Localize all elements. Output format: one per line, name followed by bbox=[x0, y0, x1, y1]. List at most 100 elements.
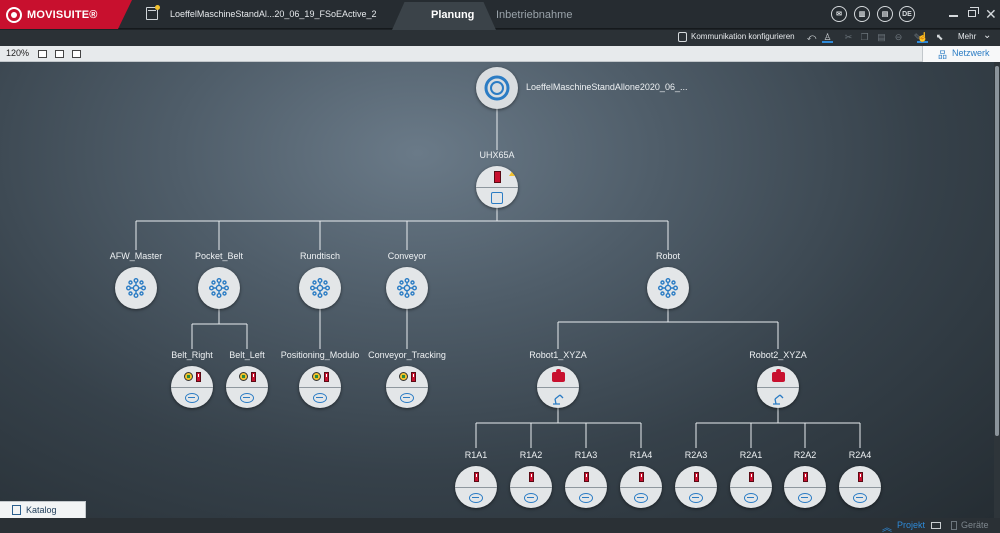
netzwerk-label: Netzwerk bbox=[952, 48, 990, 58]
devices-icon bbox=[951, 521, 957, 530]
axis-icon bbox=[744, 493, 758, 503]
robot-axis-r1a1-label: R1A1 bbox=[464, 450, 488, 460]
network-canvas[interactable]: LoeffelMaschineStandAllone2020_06_...UHX… bbox=[0, 62, 994, 518]
docs-icon[interactable]: ▥ bbox=[854, 6, 870, 22]
axis-icon bbox=[579, 493, 593, 503]
axis-conveyor-tracking-circle[interactable] bbox=[386, 366, 428, 408]
robot-axis-r2a4-circle[interactable] bbox=[839, 466, 881, 508]
tab-planung[interactable]: Planung bbox=[431, 9, 475, 21]
robot-robot1-xyza-circle[interactable] bbox=[537, 366, 579, 408]
robot-axis-r1a4-circle[interactable] bbox=[620, 466, 662, 508]
project-view-button[interactable]: Projekt bbox=[897, 520, 926, 530]
robot-axis-r1a4-label: R1A4 bbox=[629, 450, 653, 460]
node-status-area bbox=[839, 466, 881, 487]
configure-communication-button[interactable]: Kommunikation konfigurieren bbox=[691, 32, 795, 41]
module-rundtisch-label: Rundtisch bbox=[299, 251, 341, 261]
node-status-area bbox=[675, 466, 717, 487]
robot-axis-r2a4-label: R2A4 bbox=[848, 450, 872, 460]
status-bar: ︽ Projekt Geräte bbox=[0, 518, 1000, 533]
network-group-icon bbox=[126, 278, 147, 299]
project-root-node[interactable] bbox=[476, 67, 518, 109]
robot-axis-r1a3-circle[interactable] bbox=[565, 466, 607, 508]
axis-belt-right-circle[interactable] bbox=[171, 366, 213, 408]
robot-axis-r2a1-circle[interactable] bbox=[730, 466, 772, 508]
robot-robot2-xyza-circle[interactable] bbox=[757, 366, 799, 408]
robot-arm-icon bbox=[553, 394, 564, 405]
clipboard-icon[interactable]: ▤ bbox=[877, 6, 893, 22]
module-robot-circle[interactable] bbox=[647, 267, 689, 309]
zoom-level[interactable]: 120% bbox=[6, 48, 30, 58]
tab-inbetriebnahme[interactable]: Inbetriebnahme bbox=[496, 9, 573, 21]
tab-netzwerk[interactable]: 品 Netzwerk bbox=[922, 46, 1000, 62]
catalog-tab[interactable]: Katalog bbox=[0, 501, 86, 518]
module-afw-master-label: AFW_Master bbox=[109, 251, 163, 261]
robot-axis-r2a2-label: R2A2 bbox=[793, 450, 817, 460]
catalog-label: Katalog bbox=[26, 505, 57, 515]
module-conveyor-circle[interactable] bbox=[386, 267, 428, 309]
fit-view-icon[interactable] bbox=[38, 50, 47, 58]
axis-belt-left-circle[interactable] bbox=[226, 366, 268, 408]
robot-axis-r2a2-circle[interactable] bbox=[784, 466, 826, 508]
scrollbar-thumb[interactable] bbox=[995, 66, 999, 436]
active-tab-background bbox=[392, 2, 496, 30]
axis-conveyor-tracking-label: Conveyor_Tracking bbox=[368, 350, 446, 360]
robot-axis-r1a1-circle[interactable] bbox=[455, 466, 497, 508]
collapse-all-icon[interactable] bbox=[55, 50, 64, 58]
view-bar: 120% bbox=[0, 46, 1000, 62]
node-function-area bbox=[730, 487, 772, 508]
language-label: DE bbox=[902, 10, 912, 18]
node-function-area bbox=[537, 387, 579, 408]
more-button[interactable]: Mehr bbox=[958, 32, 977, 41]
node-function-area bbox=[784, 487, 826, 508]
expand-all-icon[interactable] bbox=[72, 50, 81, 58]
edit-icon: ✎ bbox=[913, 32, 922, 42]
chevron-up-icon[interactable]: ︽ bbox=[882, 523, 892, 533]
axis-belt-right-label: Belt_Right bbox=[171, 350, 213, 360]
robot-arm-icon bbox=[773, 394, 784, 405]
devices-view-button[interactable]: Geräte bbox=[961, 520, 989, 530]
node-function-area bbox=[299, 387, 341, 408]
module-pocket-belt-circle[interactable] bbox=[198, 267, 240, 309]
close-icon[interactable]: ✕ bbox=[985, 6, 997, 22]
chevron-down-icon[interactable]: ⌄ bbox=[983, 30, 992, 41]
robot-robot1-xyza-label: Robot1_XYZA bbox=[529, 350, 587, 360]
project-file-icon[interactable] bbox=[146, 7, 158, 20]
restore-icon[interactable] bbox=[968, 7, 979, 17]
logo-icon bbox=[6, 6, 22, 23]
cut-icon: ✂ bbox=[844, 32, 853, 42]
paste-icon: ▤ bbox=[877, 32, 886, 42]
device-icon bbox=[802, 471, 808, 482]
safety-icon bbox=[238, 372, 248, 381]
laptop-icon[interactable] bbox=[931, 522, 941, 529]
module-afw-master-circle[interactable] bbox=[115, 267, 157, 309]
topology-icon[interactable]: ⤺ bbox=[806, 32, 817, 42]
pointer-icon[interactable]: ⬉ bbox=[935, 32, 944, 42]
module-rundtisch-circle[interactable] bbox=[299, 267, 341, 309]
network-icon: 品 bbox=[938, 50, 948, 60]
minimize-icon[interactable] bbox=[949, 15, 958, 17]
node-function-area bbox=[620, 487, 662, 508]
hand-icon[interactable]: ☝ bbox=[917, 32, 929, 43]
controller-uhx65a-circle[interactable] bbox=[476, 166, 518, 208]
axis-icon bbox=[689, 493, 703, 503]
controller-icon bbox=[493, 170, 501, 183]
vertical-scrollbar[interactable] bbox=[994, 62, 1000, 518]
robot-axis-r1a2-circle[interactable] bbox=[510, 466, 552, 508]
safety-icon bbox=[311, 372, 321, 381]
node-function-area bbox=[386, 387, 428, 408]
node-status-area bbox=[476, 166, 518, 187]
network-group-icon bbox=[209, 278, 230, 299]
mail-icon[interactable]: ✉ bbox=[831, 6, 847, 22]
kinematics-icon bbox=[771, 368, 785, 382]
device-icon bbox=[250, 371, 256, 382]
communication-icon[interactable] bbox=[678, 32, 687, 42]
robot-axis-r2a3-circle[interactable] bbox=[675, 466, 717, 508]
node-status-area bbox=[784, 466, 826, 487]
axis-positioning-modulo-circle[interactable] bbox=[299, 366, 341, 408]
device-icon bbox=[583, 471, 589, 482]
network-group-icon bbox=[658, 278, 679, 299]
node-status-area bbox=[537, 366, 579, 387]
axis-positioning-modulo-label: Positioning_Modulo bbox=[280, 350, 360, 360]
language-icon[interactable]: DE bbox=[899, 6, 915, 22]
user-icon[interactable]: ♙ bbox=[822, 32, 833, 43]
